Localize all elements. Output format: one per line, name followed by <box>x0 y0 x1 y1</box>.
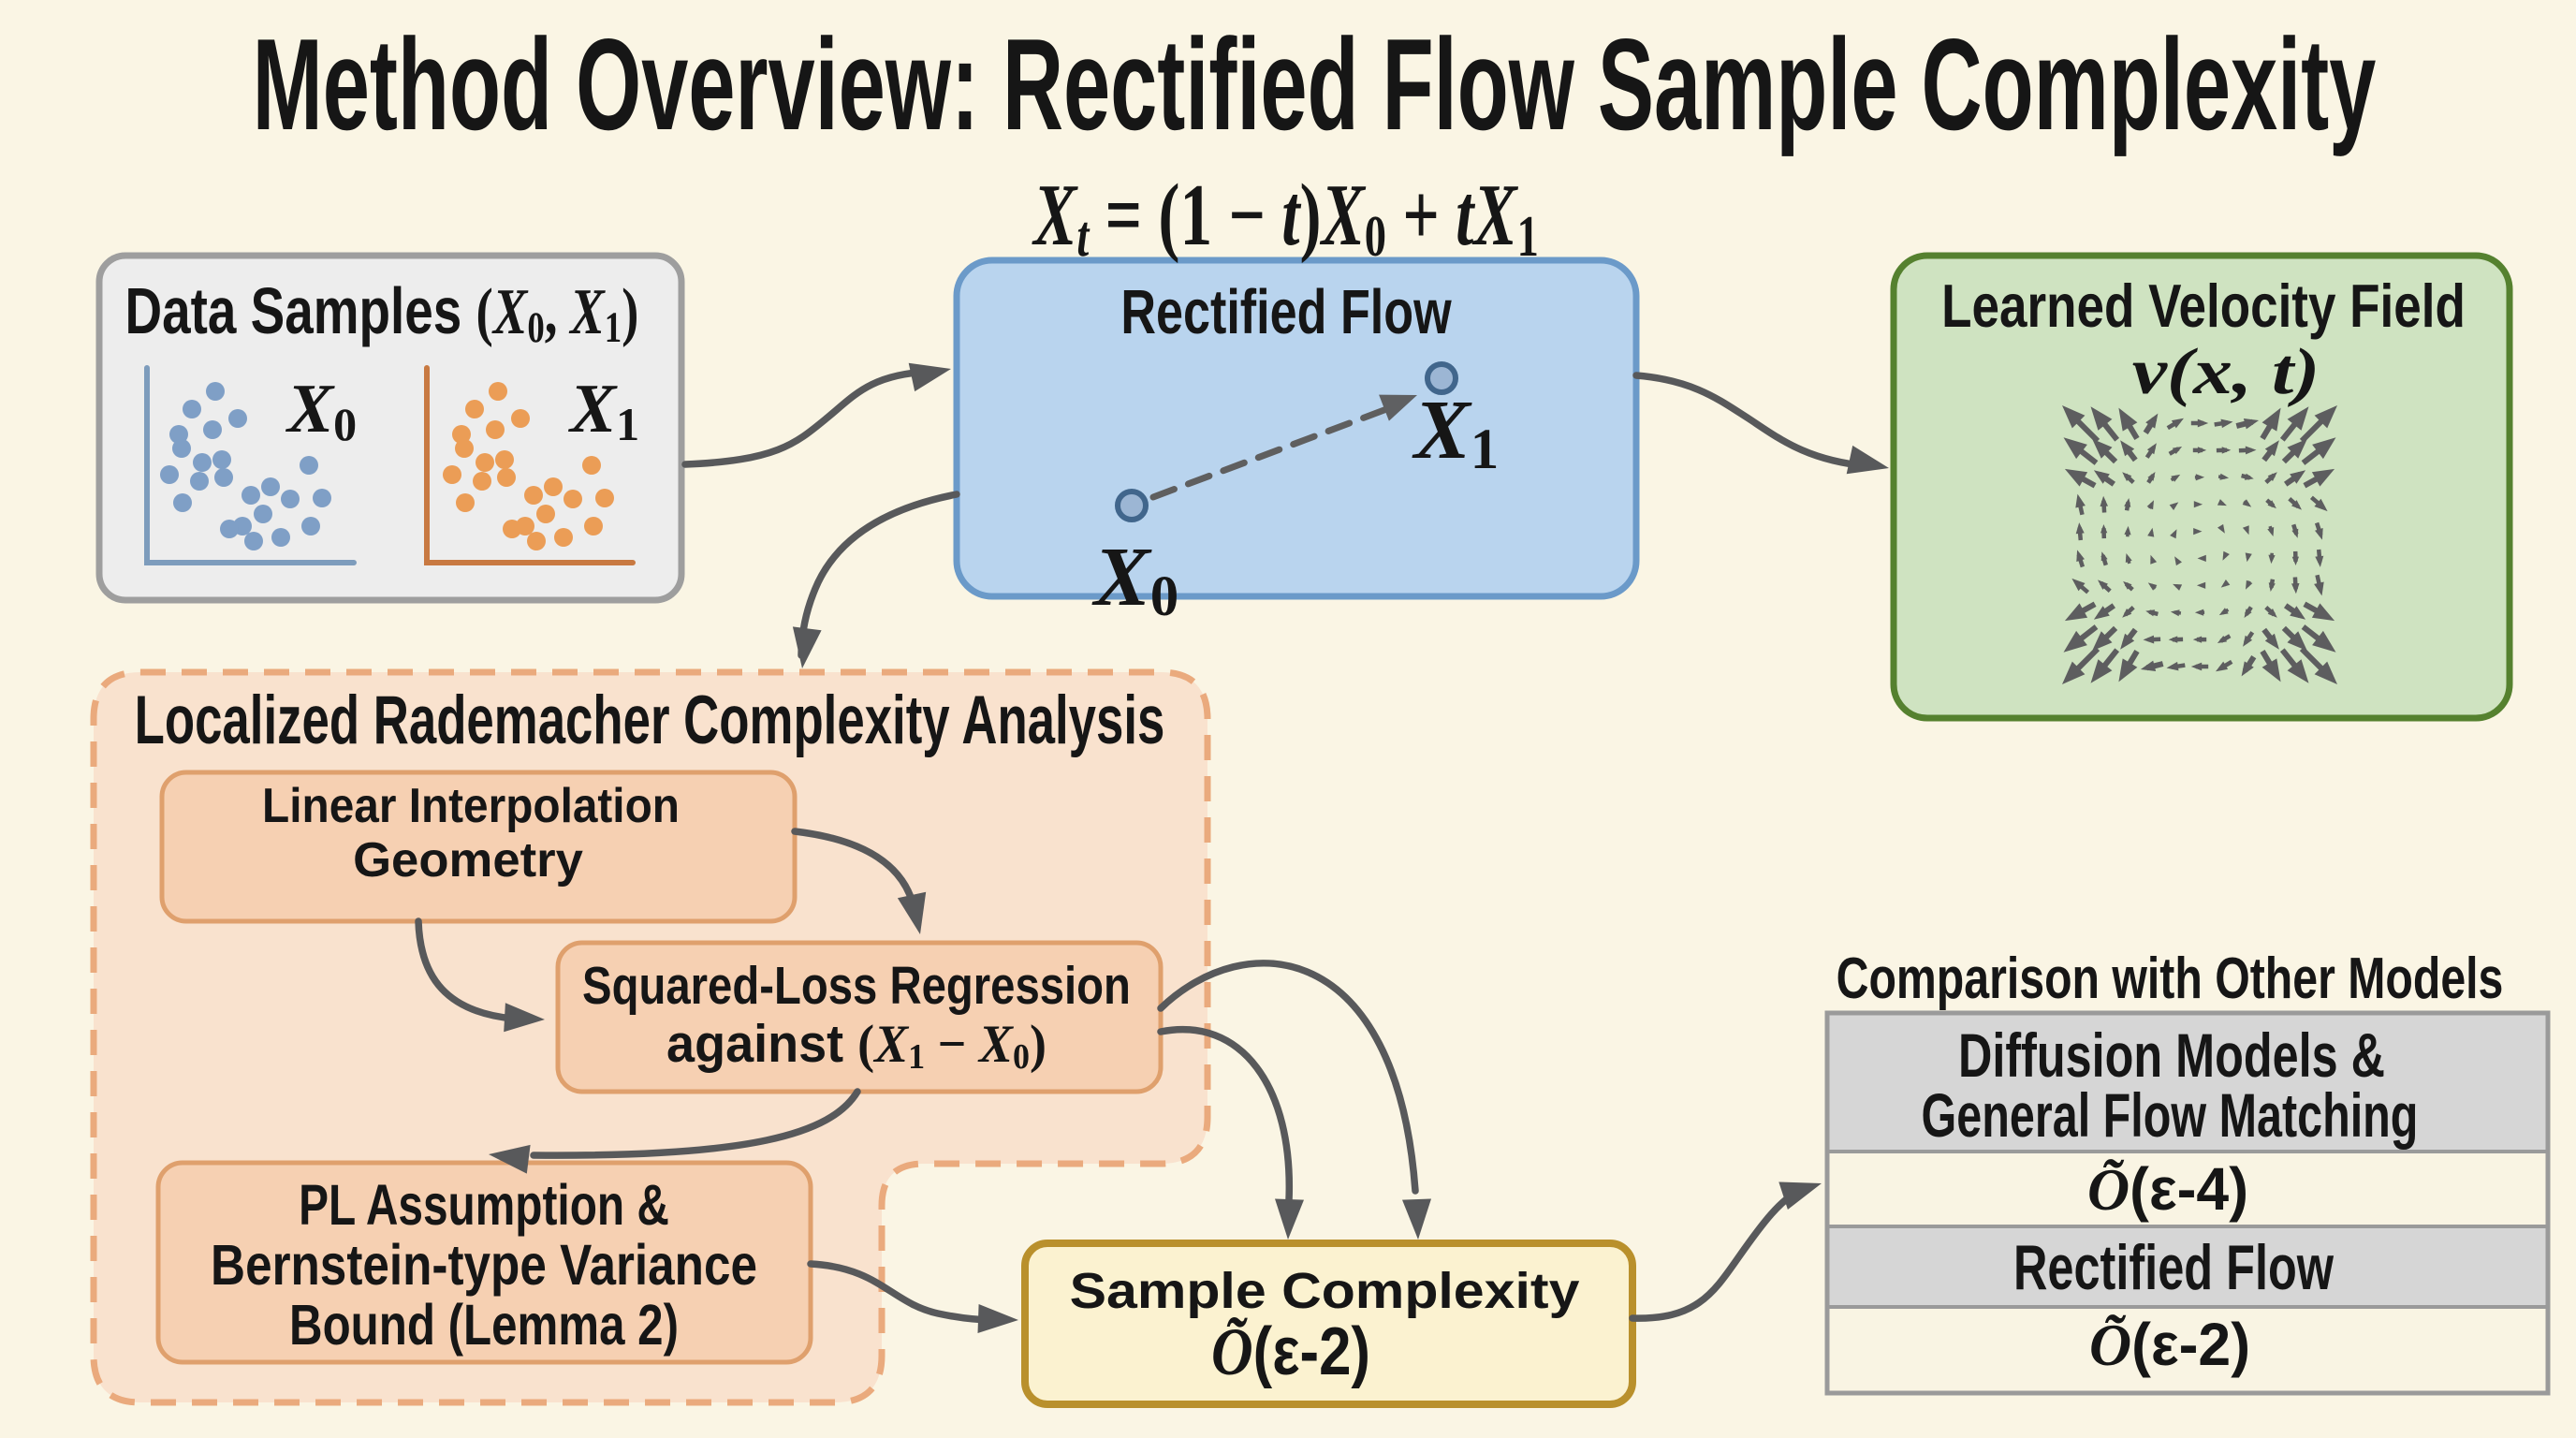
svg-text:Xt = (1 − t)X0 + tX1: Xt = (1 − t)X0 + tX1 <box>1032 166 1539 269</box>
svg-text:X0: X0 <box>1091 531 1179 628</box>
svg-text:Squared-Loss Regression: Squared-Loss Regression <box>582 957 1131 1016</box>
svg-text:Bound (Lemma 2): Bound (Lemma 2) <box>289 1293 679 1357</box>
svg-text:Diffusion Models &: Diffusion Models & <box>1958 1022 2385 1091</box>
svg-text:Linear Interpolation: Linear Interpolation <box>262 778 680 832</box>
svg-text:Method Overview: Rectified Flo: Method Overview: Rectified Flow Sample C… <box>253 11 2377 156</box>
svg-text:X0: X0 <box>285 371 357 450</box>
svg-text:Rectified Flow: Rectified Flow <box>1120 277 1452 347</box>
svg-text:v(x, t): v(x, t) <box>2132 335 2320 408</box>
svg-text:Rectified Flow: Rectified Flow <box>2013 1232 2334 1303</box>
svg-text:X1: X1 <box>1412 384 1500 481</box>
svg-text:Bernstein-type Variance: Bernstein-type Variance <box>211 1233 757 1297</box>
svg-text:X1: X1 <box>568 371 639 450</box>
svg-text:Õ(ε-4): Õ(ε-4) <box>2087 1156 2248 1223</box>
svg-text:General Flow Matching: General Flow Matching <box>1922 1082 2419 1151</box>
svg-text:Õ(ε-2): Õ(ε-2) <box>1211 1314 1370 1390</box>
svg-text:against (X1 − X0): against (X1 − X0) <box>666 1014 1046 1078</box>
svg-text:Õ(ε-2): Õ(ε-2) <box>2089 1312 2250 1378</box>
svg-text:Comparison with Other Models: Comparison with Other Models <box>1837 946 2504 1010</box>
svg-text:Data Samples (X0, X1): Data Samples (X0, X1) <box>125 275 639 352</box>
svg-text:Sample Complexity: Sample Complexity <box>1070 1262 1580 1318</box>
svg-text:Geometry: Geometry <box>353 833 583 888</box>
svg-text:PL Assumption &: PL Assumption & <box>299 1172 669 1237</box>
svg-text:Localized Rademacher Complexit: Localized Rademacher Complexity Analysis <box>135 682 1165 758</box>
svg-text:Learned Velocity Field: Learned Velocity Field <box>1941 271 2466 340</box>
